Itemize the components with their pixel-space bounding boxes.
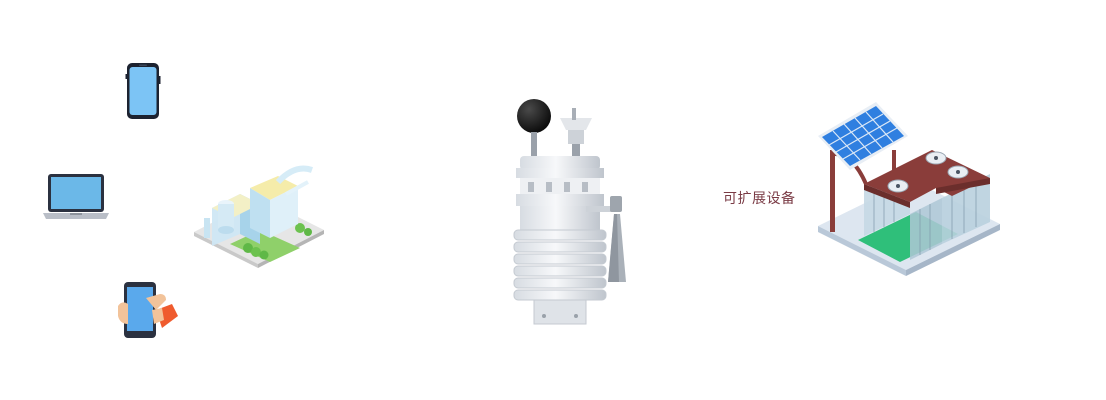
solar-powered-building-illustration xyxy=(818,102,1000,276)
laptop-icon xyxy=(43,174,109,219)
smartphone-icon xyxy=(125,63,161,119)
hand-holding-phone-icon xyxy=(118,282,178,338)
expandable-devices-label: 可扩展设备 xyxy=(723,191,796,207)
smart-factory-illustration xyxy=(194,165,324,268)
weather-station-sensor xyxy=(513,99,626,325)
